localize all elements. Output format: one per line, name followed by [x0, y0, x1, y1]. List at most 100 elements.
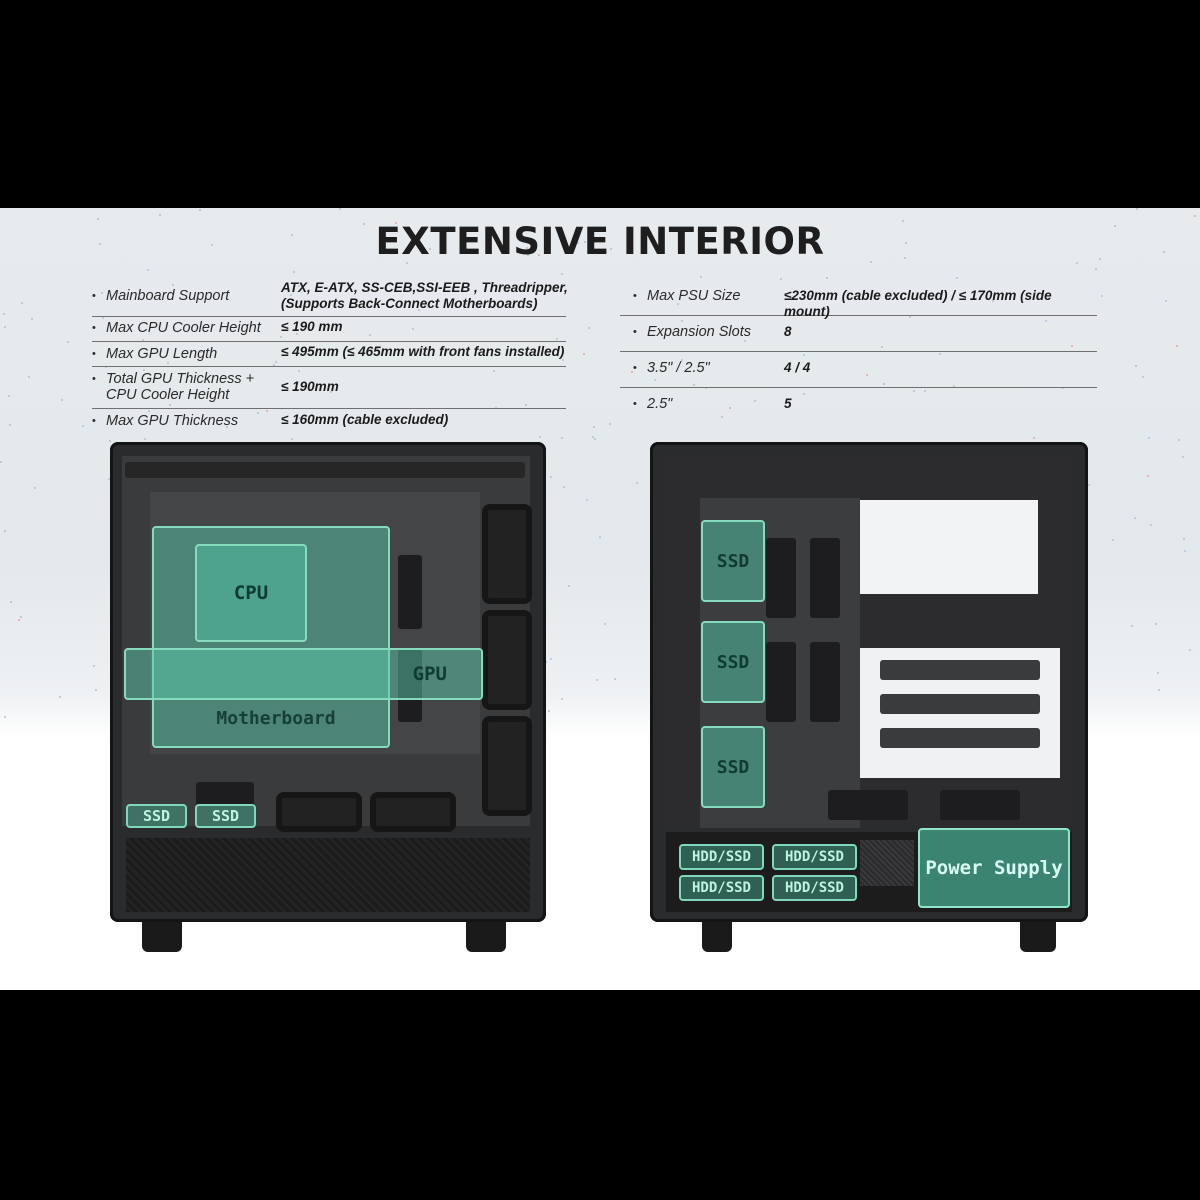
drive-bracket	[766, 538, 796, 618]
texture-speck	[1114, 225, 1116, 227]
texture-speck	[609, 423, 611, 425]
texture-speck	[102, 317, 104, 319]
spec-row: Expansion Slots 8	[620, 315, 1097, 352]
ssd-zone: SSD	[195, 804, 256, 828]
texture-speck	[1136, 208, 1138, 210]
texture-speck	[199, 209, 201, 211]
texture-speck	[148, 410, 150, 412]
hdd-label: HDD/SSD	[784, 880, 844, 896]
ssd-label: SSD	[716, 651, 750, 673]
texture-speck	[97, 218, 99, 220]
texture-speck	[780, 278, 782, 280]
case-foot	[702, 922, 732, 952]
fan-icon	[482, 504, 532, 604]
fan-mount	[940, 790, 1020, 820]
spec-label: Max PSU Size	[633, 288, 741, 304]
texture-speck	[870, 261, 872, 263]
texture-speck	[28, 376, 30, 378]
spec-row: 3.5" / 2.5" 4 / 4	[620, 351, 1097, 388]
texture-speck	[568, 585, 570, 587]
drive-bracket	[766, 642, 796, 722]
texture-speck	[805, 239, 807, 241]
texture-speck	[586, 499, 588, 501]
texture-speck	[1134, 517, 1136, 519]
texture-speck	[31, 318, 33, 320]
page-title: EXTENSIVE INTERIOR	[375, 220, 825, 263]
texture-speck	[1135, 365, 1137, 367]
texture-speck	[1033, 437, 1035, 439]
texture-speck	[1147, 475, 1149, 477]
ssd-label: SSD	[716, 756, 750, 778]
texture-speck	[562, 359, 564, 361]
texture-speck	[583, 353, 585, 355]
texture-speck	[1076, 262, 1078, 264]
texture-speck	[298, 285, 300, 287]
ssd-zone: SSD	[126, 804, 187, 828]
texture-speck	[909, 316, 911, 318]
spec-value: ≤ 190 mm	[281, 319, 343, 334]
texture-speck	[0, 461, 2, 463]
texture-speck	[21, 302, 23, 304]
texture-speck	[4, 530, 6, 532]
texture-speck	[290, 294, 292, 296]
texture-speck	[1155, 623, 1157, 625]
texture-speck	[721, 416, 723, 418]
spec-row: Max PSU Size ≤230mm (cable excluded) / ≤…	[620, 282, 1097, 319]
rear-cutout	[860, 500, 1038, 594]
texture-speck	[93, 665, 95, 667]
texture-speck	[924, 390, 926, 392]
texture-speck	[363, 223, 365, 225]
texture-speck	[339, 208, 341, 210]
spec-label: Mainboard Support	[92, 288, 229, 304]
texture-speck	[169, 404, 171, 406]
texture-speck	[904, 257, 906, 259]
io-bracket	[880, 660, 1040, 680]
ssd-zone: SSD	[701, 520, 765, 602]
case-foot	[466, 922, 506, 952]
power-supply-label: Power Supply	[925, 857, 1063, 879]
texture-speck	[159, 214, 161, 216]
texture-speck	[705, 387, 707, 389]
spec-row: Total GPU Thickness + CPU Cooler Height …	[92, 366, 566, 409]
texture-speck	[1045, 320, 1047, 322]
texture-speck	[693, 384, 695, 386]
texture-speck	[1071, 345, 1073, 347]
texture-speck	[20, 616, 22, 618]
texture-speck	[826, 277, 828, 279]
spec-value: ATX, E-ATX, SS-CEB,SSI-EEB , Threadrippe…	[281, 280, 568, 311]
texture-speck	[526, 247, 528, 249]
spec-label: Max GPU Thickness	[92, 413, 238, 429]
spec-row: Max GPU Thickness ≤ 160mm (cable exclude…	[92, 408, 566, 434]
texture-speck	[604, 623, 606, 625]
spec-value: ≤ 190mm	[281, 379, 339, 394]
texture-speck	[493, 370, 495, 372]
case-foot	[1020, 922, 1056, 952]
texture-speck	[525, 404, 527, 406]
ssd-label: SSD	[716, 550, 750, 572]
hdd-zone: HDD/SSD	[679, 844, 764, 870]
texture-speck	[596, 679, 598, 681]
texture-speck	[992, 300, 994, 302]
drive-bracket	[810, 642, 840, 722]
cable-cutout	[196, 782, 254, 806]
texture-speck	[588, 327, 590, 329]
texture-speck	[563, 486, 565, 488]
spec-value: ≤ 495mm (≤ 465mm with front fans install…	[281, 344, 565, 359]
fan-icon	[482, 610, 532, 710]
drive-bracket	[810, 538, 840, 618]
fan-icon	[482, 716, 532, 816]
texture-speck	[143, 369, 145, 371]
texture-speck	[257, 412, 259, 414]
io-bracket	[880, 694, 1040, 714]
texture-speck	[700, 276, 702, 278]
texture-speck	[631, 371, 633, 373]
hdd-zone: HDD/SSD	[679, 875, 764, 901]
texture-speck	[1178, 439, 1180, 441]
texture-speck	[636, 482, 638, 484]
texture-speck	[61, 399, 63, 401]
texture-speck	[809, 295, 811, 297]
gpu-zone: GPU	[124, 648, 483, 700]
texture-speck	[1157, 672, 1159, 674]
texture-speck	[1182, 456, 1184, 458]
texture-speck	[744, 340, 746, 342]
